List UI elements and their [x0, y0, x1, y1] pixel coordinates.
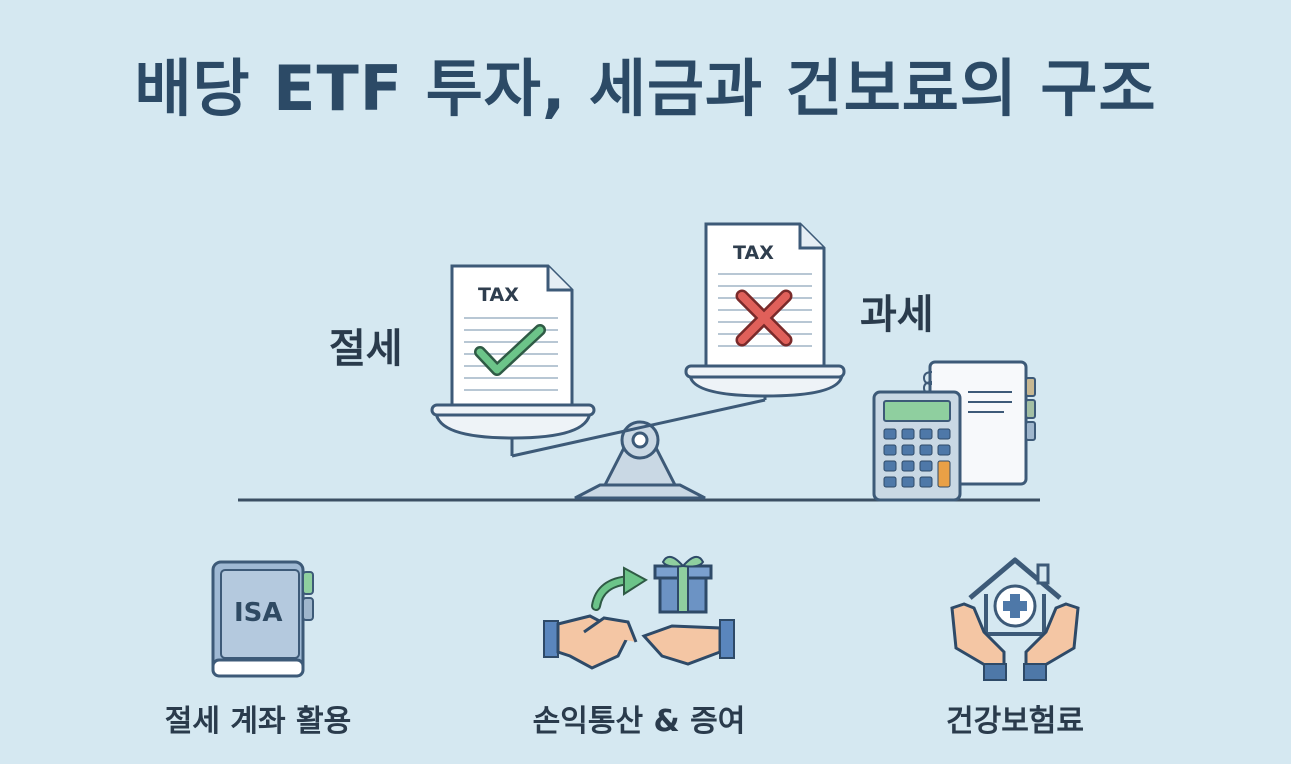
- left-pan: [430, 403, 596, 440]
- page-title: 배당 ETF 투자, 세금과 건보료의 구조: [134, 52, 1157, 125]
- right-doc-text: TAX: [733, 242, 774, 264]
- left-doc-text: TAX: [478, 284, 519, 306]
- caption-tax-saving-account: 절세 계좌 활용: [164, 704, 352, 739]
- isa-book-icon: ISA: [211, 560, 314, 678]
- tax-saving-label: 절세: [329, 326, 403, 372]
- caption-offset-gift: 손익통산 & 증여: [532, 704, 746, 739]
- scale-base-icon: [574, 420, 706, 500]
- right-pan: [684, 364, 846, 398]
- taxation-label: 과세: [860, 292, 934, 338]
- tax-document-cross-icon: TAX: [704, 222, 826, 368]
- isa-text: ISA: [234, 598, 283, 628]
- calculator-icon: [872, 390, 962, 502]
- caption-health-insurance: 건강보험료: [946, 704, 1084, 739]
- tax-document-check-icon: TAX: [450, 264, 574, 407]
- handshake-gift-icon: [543, 555, 735, 670]
- health-insurance-icon: [950, 557, 1080, 681]
